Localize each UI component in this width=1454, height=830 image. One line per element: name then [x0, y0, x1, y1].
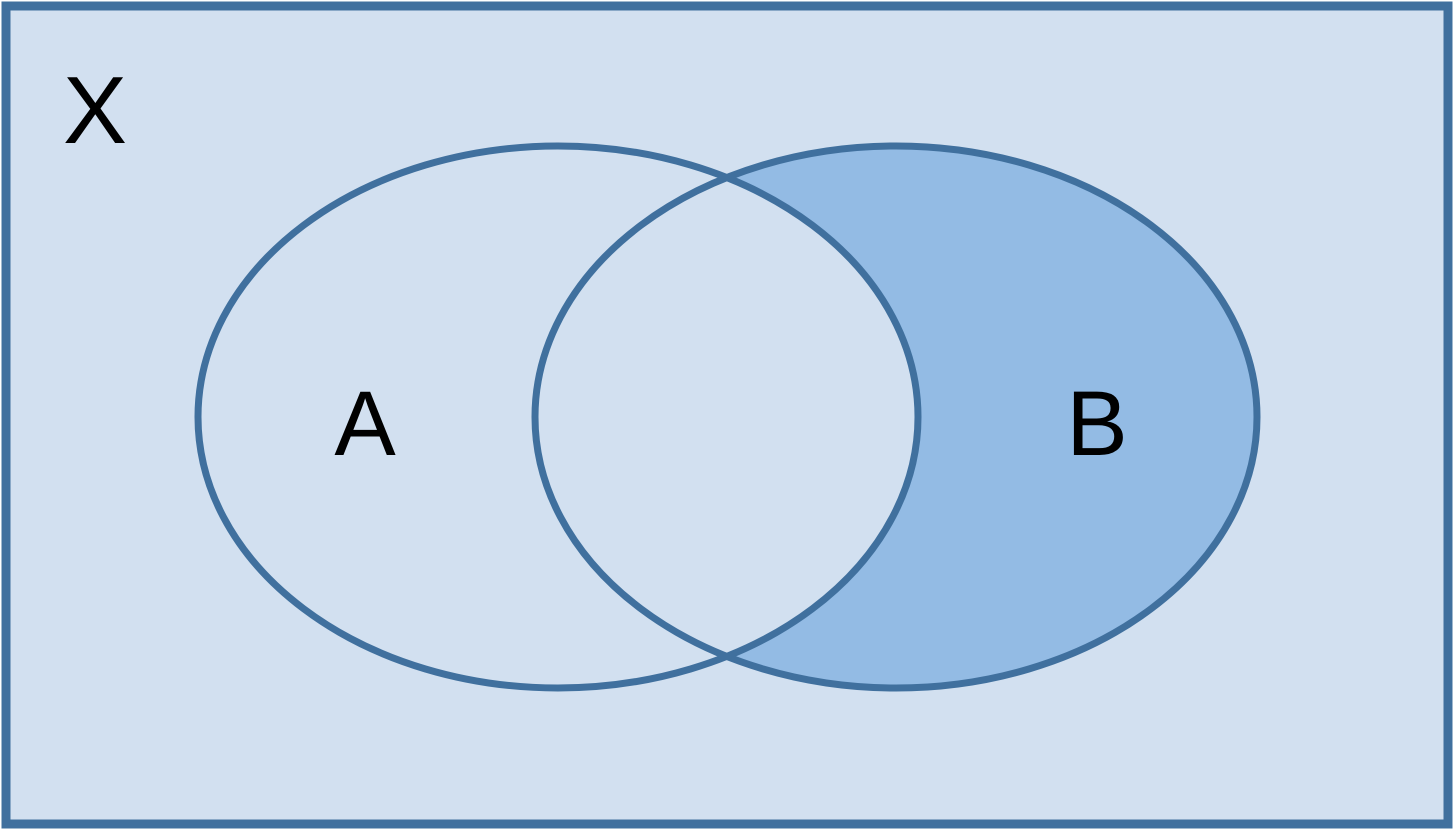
universe-label-x: X [63, 57, 127, 164]
set-label-a: A [334, 373, 396, 475]
set-label-b: B [1066, 373, 1127, 475]
circle-b-outline [531, 142, 1261, 692]
circle-a-outline [194, 142, 922, 692]
